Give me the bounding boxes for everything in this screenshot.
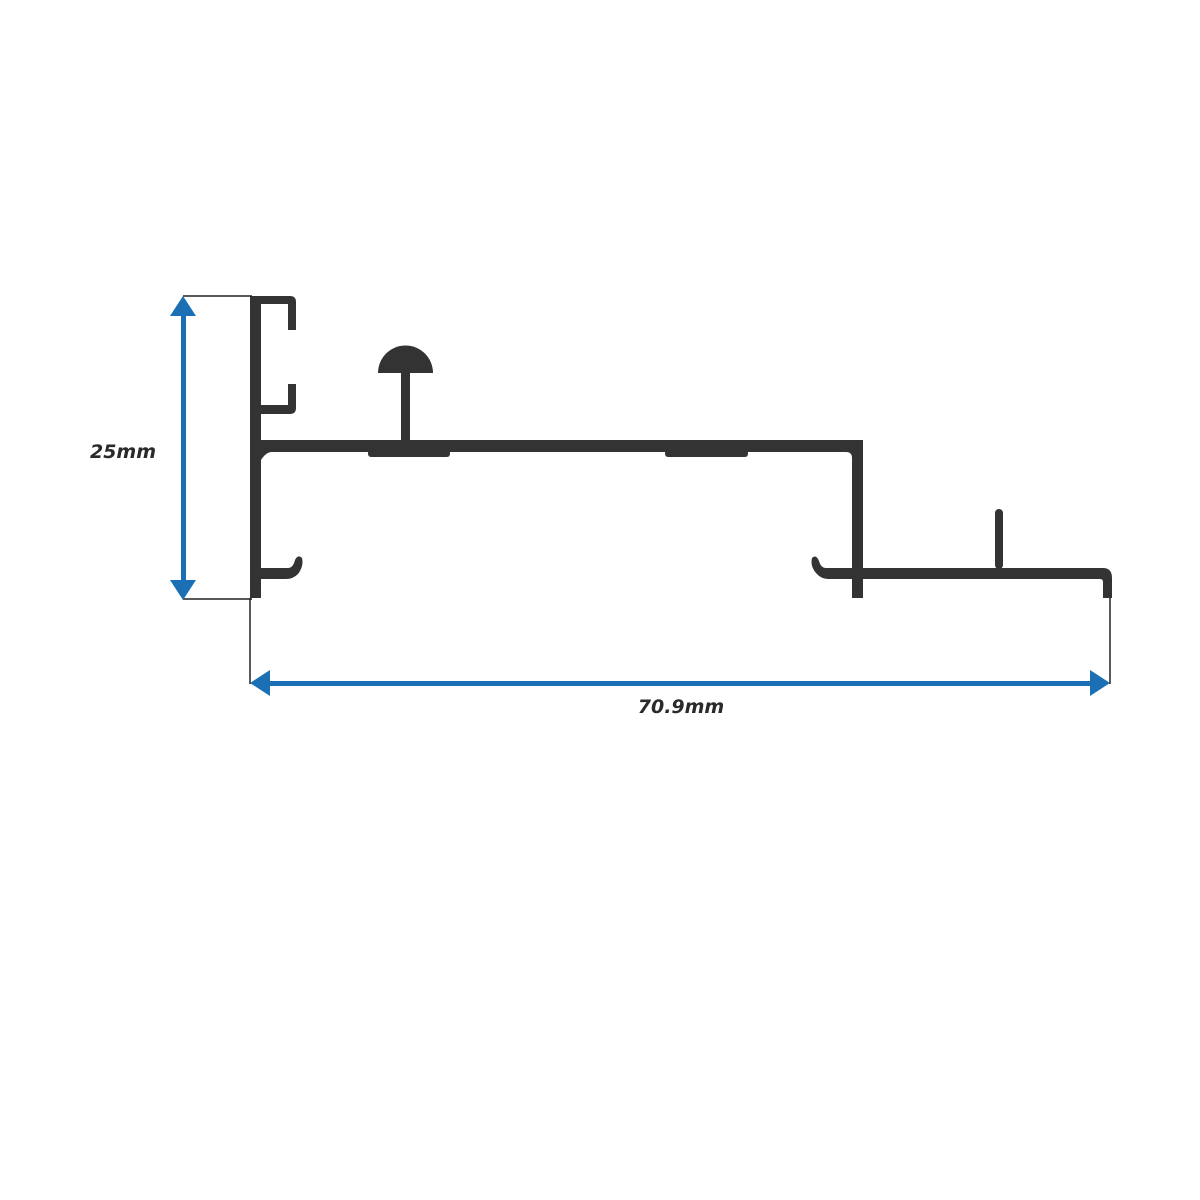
arrow-left-icon (250, 670, 270, 696)
height-dimension-arrow (170, 296, 196, 600)
arrow-up-icon (170, 296, 196, 316)
dimension-lines (170, 295, 1111, 696)
width-dimension-label: 70.9mm (637, 696, 725, 718)
height-dimension-label: 25mm (89, 441, 157, 463)
arrow-right-icon (1090, 670, 1110, 696)
aluminium-profile (250, 296, 1112, 598)
width-dimension-arrow (250, 670, 1110, 696)
arrow-down-icon (170, 580, 196, 600)
